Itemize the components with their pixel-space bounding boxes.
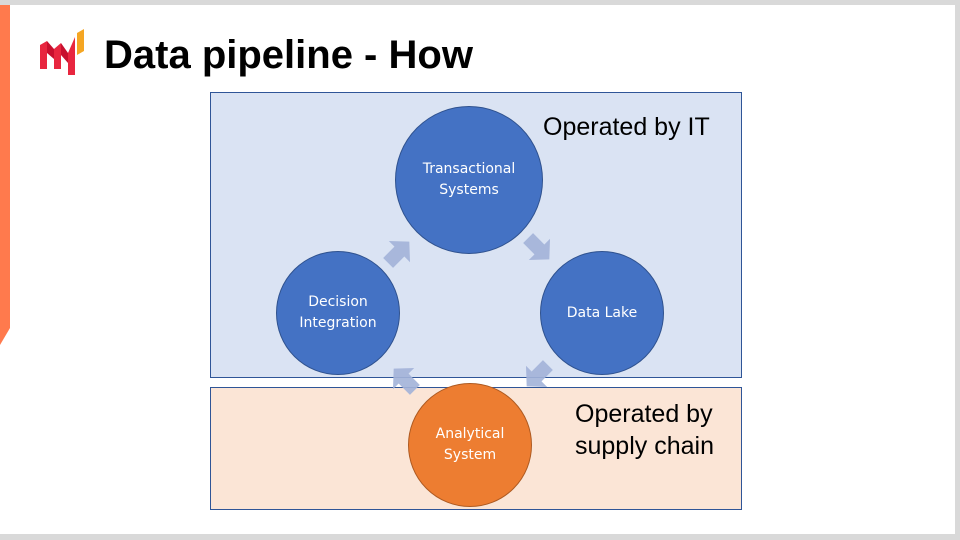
accent-bar [0, 5, 10, 345]
page-title: Data pipeline - How [104, 33, 473, 77]
arrow-transactional-to-datalake [523, 233, 551, 261]
node-label-analytical: Analytical System [435, 426, 505, 463]
node-data-lake: Data Lake [540, 251, 664, 375]
node-label-data-lake: Data Lake [566, 304, 638, 321]
zone-label-supply-chain: Operated by supply chain [575, 400, 714, 460]
node-label-transactional: Transactional Systems [422, 161, 516, 198]
slide: Data pipeline - How Operated by IT Opera… [0, 5, 955, 534]
node-transactional-systems: Transactional Systems [395, 106, 543, 254]
cycle-arrows [383, 233, 553, 395]
arrow-datalake-to-analytical [525, 360, 553, 388]
arrow-analytical-to-decision [392, 367, 420, 395]
node-label-decision: Decision Integration [299, 294, 377, 331]
node-analytical-system: Analytical System [408, 383, 532, 507]
node-decision-integration: Decision Integration [276, 251, 400, 375]
bar-chart-logo-icon [40, 29, 84, 75]
zone-label-it: Operated by IT [543, 113, 710, 141]
arrow-decision-to-transactional [383, 240, 411, 268]
